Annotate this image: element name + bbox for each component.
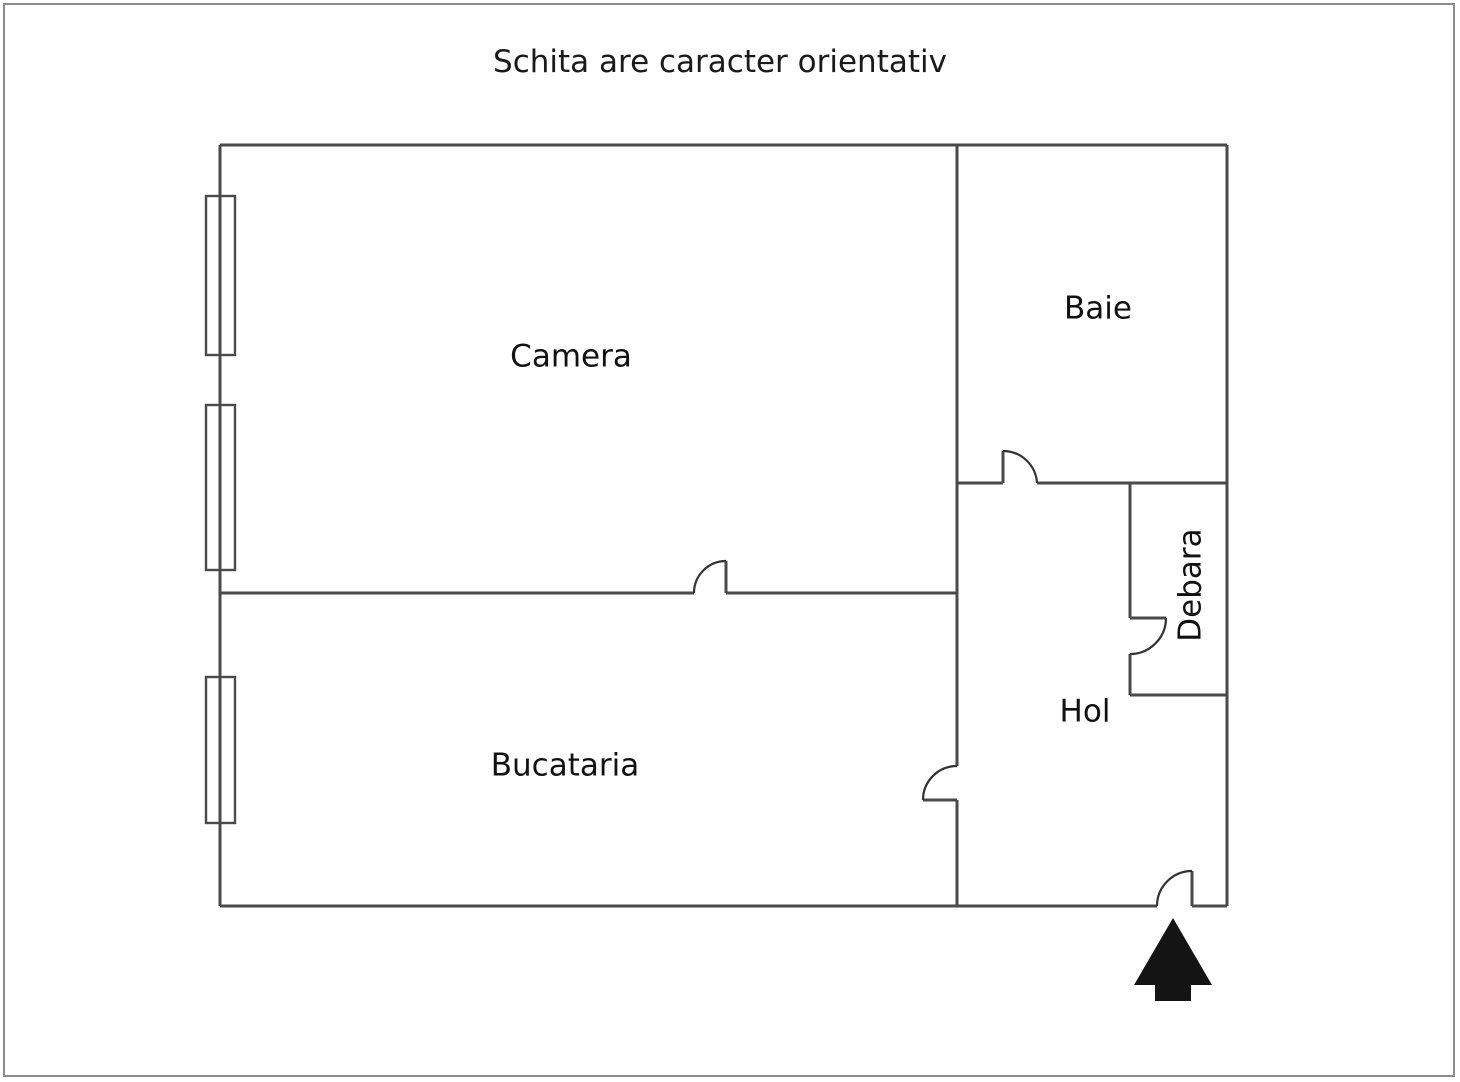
room-label-bucataria: Bucataria <box>491 748 639 784</box>
room-label-debara: Debara <box>1173 528 1209 641</box>
door-entrance <box>1155 869 1194 907</box>
arrow-icon <box>1134 918 1212 1001</box>
doors <box>692 449 1194 907</box>
room-labels: Camera Bucataria Baie Debara Hol <box>491 291 1209 784</box>
door-baie <box>1001 449 1039 484</box>
door-arc-baie <box>1002 449 1039 484</box>
entrance-arrow <box>1134 918 1212 1001</box>
room-label-hol: Hol <box>1060 694 1111 730</box>
interior-walls <box>220 145 1227 906</box>
door-arc-debara <box>1129 617 1168 656</box>
windows <box>204 194 237 825</box>
door-arc-entrance <box>1155 869 1193 907</box>
room-label-camera: Camera <box>510 339 632 375</box>
door-debara <box>1129 616 1168 656</box>
door-camera-bucataria <box>692 559 728 594</box>
room-label-baie: Baie <box>1064 291 1132 327</box>
page-title: Schita are caracter orientativ <box>493 44 947 80</box>
outer-walls <box>218 143 1229 908</box>
door-arc-bucataria-hol <box>921 764 958 801</box>
door-arc-camera-bucataria <box>692 559 727 594</box>
door-bucataria-hol <box>921 764 958 802</box>
